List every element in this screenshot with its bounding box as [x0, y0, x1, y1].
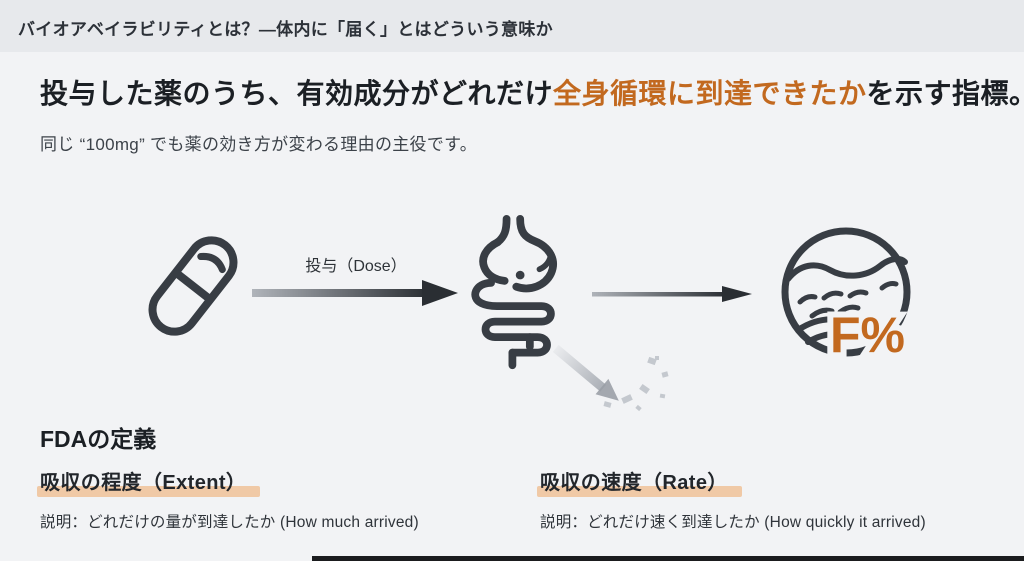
- extent-description: 説明：どれだけの量が到達したか (How much arrived): [40, 514, 419, 531]
- gi-tract-icon: [471, 214, 557, 370]
- extent-highlight-bar: [37, 486, 261, 497]
- definition-extent: 吸収の程度（Extent） 説明：どれだけの量が到達したか (How much …: [37, 466, 419, 532]
- kicker-heading: バイオアベイラビリティとは？―体内に「届く」とはどういう意味か: [18, 20, 553, 39]
- rate-highlight-bar: [537, 486, 742, 497]
- main-title: 投与した薬のうち、有効成分がどれだけ全身循環に到達できたかを示す指標。: [40, 72, 1024, 112]
- fda-definition-heading: FDAの定義: [40, 426, 157, 452]
- title-highlight: 全身循環に到達できたか: [553, 78, 867, 109]
- f-percent-label: F%: [830, 307, 905, 363]
- definition-rate: 吸収の速度（Rate） 説明：どれだけ速く到達したか (How quickly …: [537, 466, 926, 532]
- absorption-arrow: [592, 286, 752, 302]
- progress-bar[interactable]: [312, 556, 1024, 561]
- bioavailability-flow-diagram: 投与（Dose）: [0, 190, 1024, 420]
- title-pre: 投与した薬のうち、有効成分がどれだけ: [40, 78, 554, 109]
- loss-arrow: [550, 340, 630, 412]
- title-post: を示す指標。: [866, 78, 1024, 109]
- capsule-icon: [148, 236, 238, 336]
- dose-arrow-label: 投与（Dose）: [305, 258, 407, 275]
- rate-term: 吸収の速度（Rate）: [540, 472, 728, 494]
- extent-term: 吸収の程度（Extent）: [40, 472, 247, 494]
- circulation-icon: F%: [781, 227, 911, 369]
- subtitle: 同じ “100mg” でも薬の効き方が変わる理由の主役です。: [40, 135, 478, 154]
- dose-arrow: [252, 280, 458, 306]
- rate-description: 説明：どれだけ速く到達したか (How quickly it arrived): [540, 514, 926, 531]
